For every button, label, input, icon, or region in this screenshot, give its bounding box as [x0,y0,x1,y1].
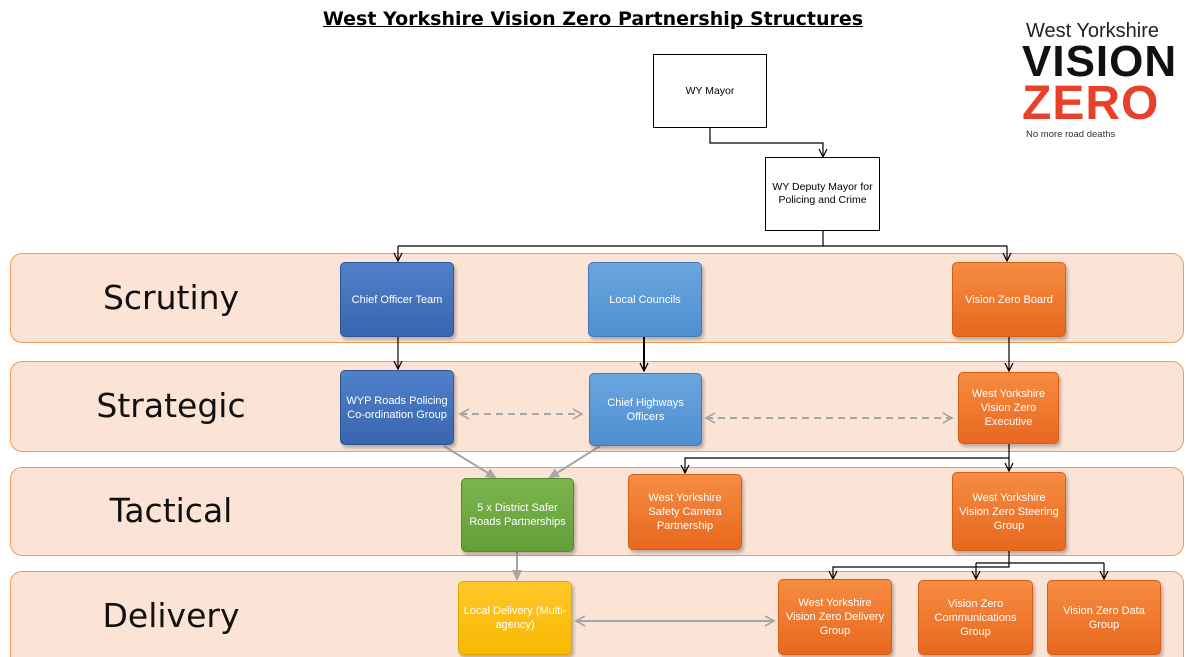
data-group-box: Vision Zero Data Group [1047,580,1161,655]
vision-zero-board-box: Vision Zero Board [952,262,1066,337]
chief-highways-box: Chief Highways Officers [589,373,702,446]
band-label-scrutiny: Scrutiny [102,278,240,317]
communications-group-box: Vision Zero Communications Group [918,580,1033,655]
logo-line3: ZERO [1022,77,1160,130]
wy-mayor-box: WY Mayor [653,54,767,128]
logo-tagline: No more road deaths [1026,129,1116,140]
district-partnerships-box: 5 x District Safer Roads Partnerships [461,478,574,552]
vision-zero-logo: West Yorkshire VISION ZERO No more road … [1018,18,1186,140]
vz-executive-box: West Yorkshire Vision Zero Executive [958,372,1059,444]
wyp-roads-policing-box: WYP Roads Policing Co-ordination Group [340,370,454,445]
logo-line1: West Yorkshire [1026,20,1160,42]
delivery-group-box: West Yorkshire Vision Zero Delivery Grou… [778,579,892,655]
steering-group-box: West Yorkshire Vision Zero Steering Grou… [952,472,1066,551]
local-councils-box: Local Councils [588,262,702,337]
band-label-delivery: Delivery [102,596,240,635]
band-label-tactical: Tactical [109,491,233,530]
chief-officer-team-box: Chief Officer Team [340,262,454,337]
deputy-mayor-box: WY Deputy Mayor for Policing and Crime [765,157,880,231]
page-title: West Yorkshire Vision Zero Partnership S… [322,8,864,30]
safety-camera-box: West Yorkshire Safety Camera Partnership [628,474,742,550]
band-label-strategic: Strategic [96,386,246,425]
logo-line2: VISION [1022,37,1178,86]
local-delivery-box: Local Delivery (Multi-agency) [458,581,572,655]
